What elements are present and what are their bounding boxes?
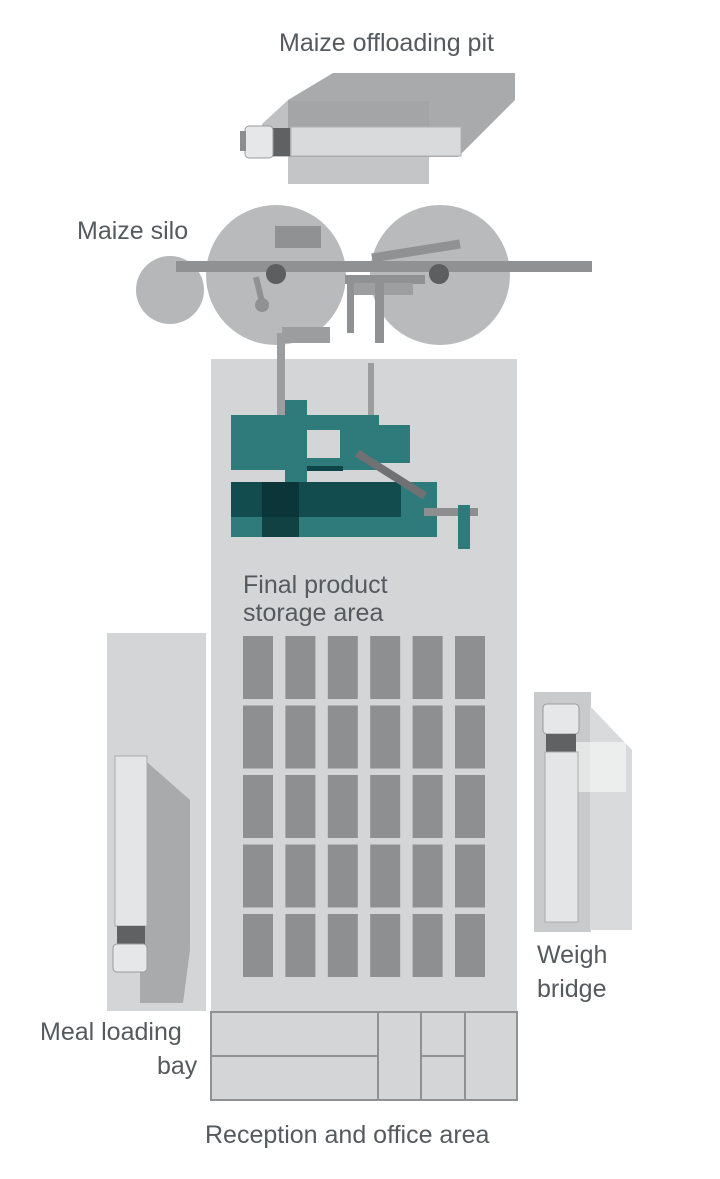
storage-rack xyxy=(327,914,358,977)
storage-rack xyxy=(455,636,485,699)
meal-loading-bay xyxy=(107,633,206,1011)
storage-rack xyxy=(370,705,401,769)
bay-truck-cab xyxy=(112,943,148,973)
silo-area xyxy=(136,205,592,345)
storage-rack xyxy=(412,636,443,699)
vertical-pipe xyxy=(375,283,384,343)
label-storage-line1: Final product xyxy=(243,571,388,599)
label-storage-line2: storage area xyxy=(243,599,384,627)
feed-pipe-down-2 xyxy=(368,363,374,458)
storage-rack xyxy=(455,775,485,838)
silo-feed-pipe xyxy=(253,276,265,303)
label-loading-bay-line2: bay xyxy=(157,1052,198,1080)
storage-rack xyxy=(370,636,401,699)
label-loading-bay-line1: Meal loading xyxy=(40,1018,182,1046)
milling-machinery xyxy=(231,400,478,549)
storage-rack xyxy=(327,705,358,769)
weigh-truck-trailer xyxy=(544,751,579,923)
storage-rack xyxy=(370,844,401,908)
vertical-pipe-2 xyxy=(347,283,354,333)
pit-truck-hitch xyxy=(272,128,290,156)
storage-rack xyxy=(285,914,316,977)
silo-left-outlet xyxy=(266,264,286,284)
storage-rack xyxy=(455,705,485,769)
weigh-truck-hitch xyxy=(546,734,576,752)
storage-racks xyxy=(243,636,485,977)
storage-rack xyxy=(327,636,358,699)
label-weigh-line1: Weigh xyxy=(537,941,608,969)
mill-unit-bottom-dark xyxy=(231,482,401,517)
storage-rack xyxy=(327,775,358,838)
mill-chute xyxy=(354,449,428,500)
weigh-bridge-area xyxy=(534,692,632,932)
pit-truck-trailer xyxy=(290,126,462,157)
storage-rack xyxy=(370,775,401,838)
feed-pipe-down xyxy=(277,333,285,423)
storage-rack xyxy=(243,636,273,699)
storage-rack xyxy=(370,914,401,977)
storage-rack xyxy=(455,914,485,977)
weigh-truck-shadow xyxy=(590,706,632,930)
mill-link xyxy=(307,466,343,471)
label-reception: Reception and office area xyxy=(205,1121,490,1149)
pit-truck-bumper xyxy=(240,131,246,151)
storage-rack xyxy=(243,775,273,838)
storage-rack xyxy=(285,775,316,838)
weigh-shadow-gap xyxy=(576,742,626,792)
silo-right-outlet xyxy=(429,264,449,284)
pit-truck-cab xyxy=(244,125,274,159)
mill-unit-top-right xyxy=(340,425,410,463)
label-maize-silo: Maize silo xyxy=(77,217,189,245)
mill-conveyor xyxy=(424,508,478,516)
storage-rack xyxy=(455,844,485,908)
storage-rack xyxy=(285,636,316,699)
small-silo xyxy=(136,256,204,324)
silo-valve xyxy=(255,298,269,312)
storage-rack xyxy=(412,844,443,908)
offloading-pit-area xyxy=(240,73,515,184)
main-conveyor-pipe xyxy=(176,261,592,272)
storage-rack xyxy=(285,705,316,769)
storage-rack xyxy=(243,705,273,769)
branch-pipe xyxy=(345,275,425,284)
storage-rack xyxy=(412,914,443,977)
storage-rack xyxy=(243,914,273,977)
storage-rack xyxy=(243,844,273,908)
diagonal-pipe xyxy=(371,239,461,263)
weigh-truck-cab xyxy=(542,703,580,735)
storage-rack xyxy=(285,844,316,908)
bay-truck-shadow xyxy=(140,763,190,1003)
bay-truck-trailer xyxy=(114,755,148,927)
reception-block xyxy=(210,1011,518,1101)
bay-truck-hitch xyxy=(117,926,145,944)
storage-rack xyxy=(327,844,358,908)
silo-hopper xyxy=(275,226,321,248)
mill-core xyxy=(262,482,299,537)
storage-rack xyxy=(412,775,443,838)
label-weigh-line2: bridge xyxy=(537,975,607,1003)
mill-outlet xyxy=(458,505,470,549)
label-offloading-pit: Maize offloading pit xyxy=(279,29,494,57)
storage-rack xyxy=(412,705,443,769)
elbow-pipe xyxy=(282,327,330,343)
